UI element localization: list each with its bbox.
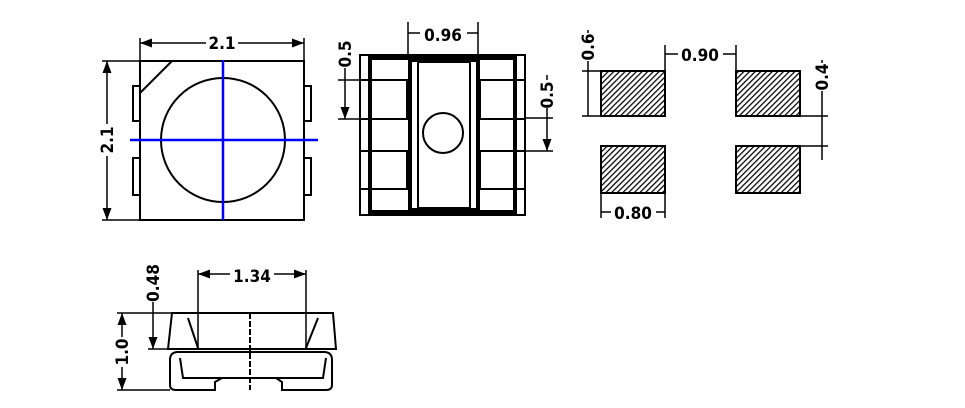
dim-pad-height-label: 0.6: [579, 33, 599, 60]
land-pad: [600, 145, 666, 194]
land-pad: [735, 70, 801, 117]
dim-width-label: 2.1: [208, 34, 235, 54]
pad: [359, 150, 408, 190]
dim-pad-width-label: 0.80: [614, 204, 652, 224]
dim-total-height-label: 1.0: [113, 338, 133, 365]
land-pad: [600, 70, 666, 117]
polarity-chamfer: [139, 60, 173, 94]
dim-pad-spacing-label: 0.4: [813, 63, 833, 90]
footprint: 0.90 0.6 0.4 0.80: [579, 30, 833, 224]
pad-tab: [132, 157, 141, 196]
side-view: 1.34 0.48 1.0: [113, 262, 338, 391]
pad: [359, 79, 408, 120]
center-body: [408, 58, 480, 212]
dim-pad-gap-label: 0.90: [681, 46, 719, 66]
pad: [479, 150, 526, 190]
dim-height-label: 2.1: [98, 126, 118, 153]
pin-view: 0.96 0.5 0.5: [336, 22, 558, 216]
marker-circle: [422, 112, 464, 154]
dim-pad-pitch-right-label: 0.5: [538, 81, 558, 108]
pad-tab: [303, 157, 312, 196]
top-view: 2.1 2.1: [98, 32, 318, 221]
dim-center-width-label: 0.96: [424, 26, 462, 46]
lens-body: [166, 312, 338, 350]
dim-lens-height-label: 0.48: [144, 264, 164, 302]
land-pad: [735, 145, 801, 194]
pad: [479, 79, 526, 120]
pad-tab: [132, 85, 141, 122]
dim-pad-pitch-left-label: 0.5: [336, 40, 356, 67]
pad-tab: [303, 85, 312, 122]
dim-lens-width-label: 1.34: [233, 267, 271, 287]
